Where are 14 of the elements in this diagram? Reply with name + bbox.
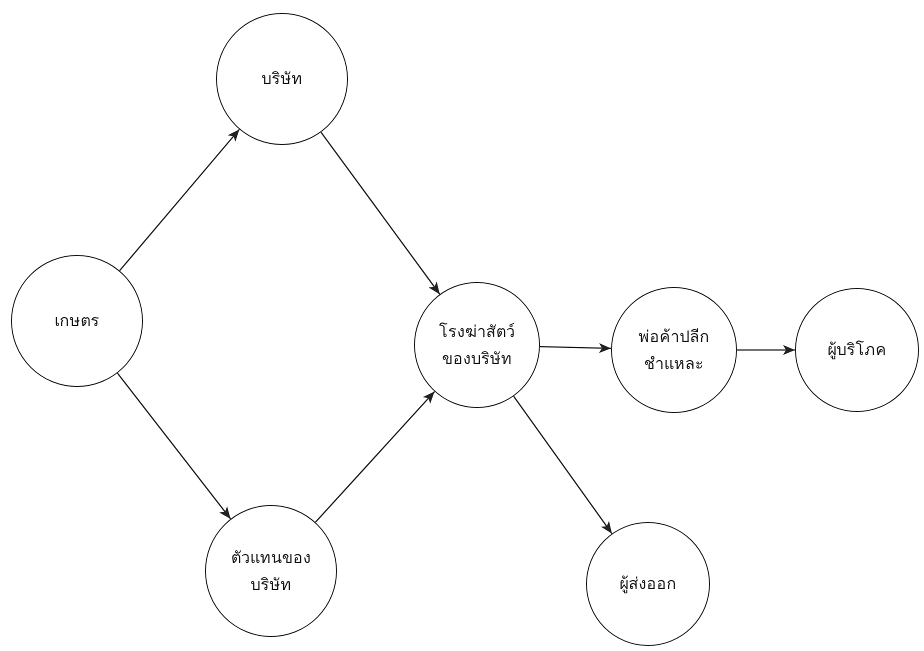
node-label: ผู้บริโภค bbox=[826, 339, 888, 362]
node-label: บริษัท bbox=[260, 68, 304, 90]
arrow bbox=[540, 343, 612, 354]
arrow bbox=[320, 132, 440, 295]
node-label: เกษตร bbox=[54, 310, 100, 332]
arrow bbox=[314, 391, 436, 523]
arrow bbox=[116, 372, 232, 520]
node-label: พ่อค้าปลีกชำแหละ bbox=[638, 326, 710, 375]
arrow bbox=[119, 128, 240, 272]
node-label: ตัวแทนของบริษัท bbox=[231, 546, 311, 596]
node-label: ผู้ส่งออก bbox=[618, 573, 678, 596]
arrow bbox=[737, 345, 795, 355]
node-label: โรงฆ่าสัตว์ของบริษัท bbox=[438, 320, 516, 370]
arrow bbox=[513, 396, 612, 534]
